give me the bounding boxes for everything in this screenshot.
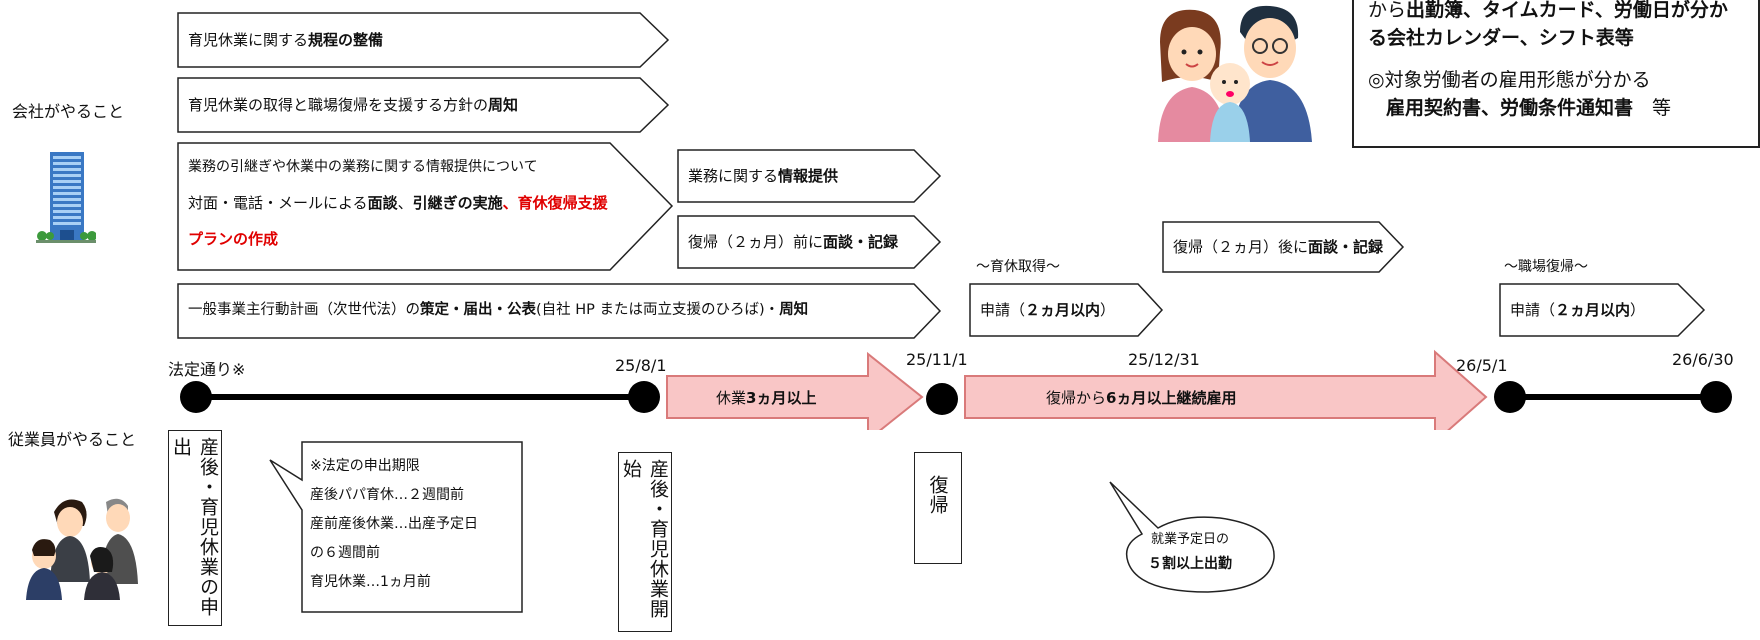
apply2-arrow: 申請（２ヵ月以内） [1499, 283, 1706, 337]
info-text: 業務に関する [688, 167, 779, 185]
handover-arrow: 業務の引継ぎや休業中の業務に関する情報提供について 対面・電話・メールによる面談… [177, 142, 674, 271]
rules-bold: 規程の整備 [308, 31, 384, 49]
handover-line1: 業務の引継ぎや休業中の業務に関する情報提供について [188, 159, 538, 175]
date-25-8-1: 25/8/1 [615, 356, 667, 375]
leave-arrow-label: 休業3ヵ月以上 [716, 389, 817, 407]
date-26-6-30: 26/6/30 [1672, 350, 1734, 369]
apply1-arrow: 申請（２ヵ月以内） [969, 283, 1164, 337]
timeline-dot-start [180, 381, 212, 413]
deadline-callout-shape [269, 441, 523, 613]
action-plan-bold2: 周知 [779, 302, 809, 319]
coworkers-illustration [24, 492, 144, 602]
action-plan-bold1: 策定・届出・公表 [420, 302, 536, 319]
date-25-12-31: 25/12/31 [1128, 350, 1200, 369]
rules-text: 育児休業に関する [188, 31, 309, 49]
timeline-dot-25-8-1 [628, 381, 660, 413]
leave-arrow-shape [666, 351, 924, 430]
action-plan-arrow: 一般事業主行動計画（次世代法）の策定・届出・公表(自社 HP または両立支援のひ… [177, 283, 942, 339]
policy-arrow: 育児休業の取得と職場復帰を支援する方針の周知 [177, 77, 670, 133]
return-before-arrow: 復帰（２ヵ月）前に面談・記録 [677, 215, 942, 269]
return-after-bold: 面談・記録 [1308, 238, 1384, 256]
policy-bold: 周知 [488, 96, 519, 114]
action-plan-mid: (自社 HP または両立支援のひろば)・ [536, 302, 780, 319]
employ-arrow-label: 復帰から6ヵ月以上継続雇用 [1046, 389, 1237, 407]
info-arrow: 業務に関する情報提供 [677, 149, 942, 203]
return-box: 復帰 [914, 452, 962, 564]
apply2-caption: ～職場復帰～ [1504, 259, 1588, 275]
info-line3: ◎対象労働者の雇用形態が分かる [1368, 69, 1651, 91]
policy-text: 育児休業の取得と職場復帰を支援する方針の [188, 96, 489, 114]
timeline-dot-26-5-1 [1494, 381, 1526, 413]
deadline-note: ※法定の申出期限 産後パパ育休…２週間前 産前産後休業…出産予定日 の６週間前 … [310, 458, 478, 590]
start-leave-box: 産後・育児休業開始 [618, 452, 672, 632]
apply1-caption: ～育休取得～ [976, 259, 1060, 275]
required-documents-box: から出勤簿、タイムカード、労働日が分か る会社カレンダー、シフト表等 ◎対象労働… [1352, 0, 1760, 148]
date-25-11-1: 25/11/1 [906, 350, 968, 369]
timeline-dot-26-6-30 [1700, 381, 1732, 413]
rules-arrow: 育児休業に関する規程の整備 [177, 12, 670, 68]
return-after-arrow: 復帰（２ヵ月）後に面談・記録 [1162, 221, 1405, 273]
return-before-text: 復帰（２ヵ月）前に [688, 233, 824, 251]
info-line1: から出勤簿、タイムカード、労働日が分か [1368, 0, 1728, 21]
family-illustration [1140, 2, 1320, 147]
handover-line3: プランの作成 [188, 230, 279, 248]
date-start: 法定通り※ [168, 360, 246, 379]
action-plan-text: 一般事業主行動計画（次世代法）の [188, 302, 420, 319]
attendance-note: 就業予定日の ５割以上出勤 [1148, 532, 1232, 572]
timeline [180, 349, 1732, 430]
attendance-bubble-shape [1109, 481, 1275, 593]
info-line4: 雇用契約書、労働条件通知書 等 [1386, 97, 1672, 119]
building-icon [36, 150, 97, 250]
handover-line2: 対面・電話・メールによる面談、引継ぎの実施、育休復帰支援 [188, 194, 608, 212]
date-26-5-1: 26/5/1 [1456, 356, 1508, 375]
employee-label: 従業員がやること [8, 430, 137, 449]
timeline-dot-25-11-1 [926, 383, 958, 415]
employ-arrow-shape [964, 349, 1488, 430]
info-bold: 情報提供 [778, 167, 839, 185]
return-before-bold: 面談・記録 [823, 233, 899, 251]
info-line2: る会社カレンダー、シフト表等 [1368, 27, 1634, 49]
return-after-text: 復帰（２ヵ月）後に [1173, 238, 1309, 256]
company-label: 会社がやること [12, 102, 125, 121]
apply-leave-box: 産後・育児休業の申出 [168, 430, 222, 626]
